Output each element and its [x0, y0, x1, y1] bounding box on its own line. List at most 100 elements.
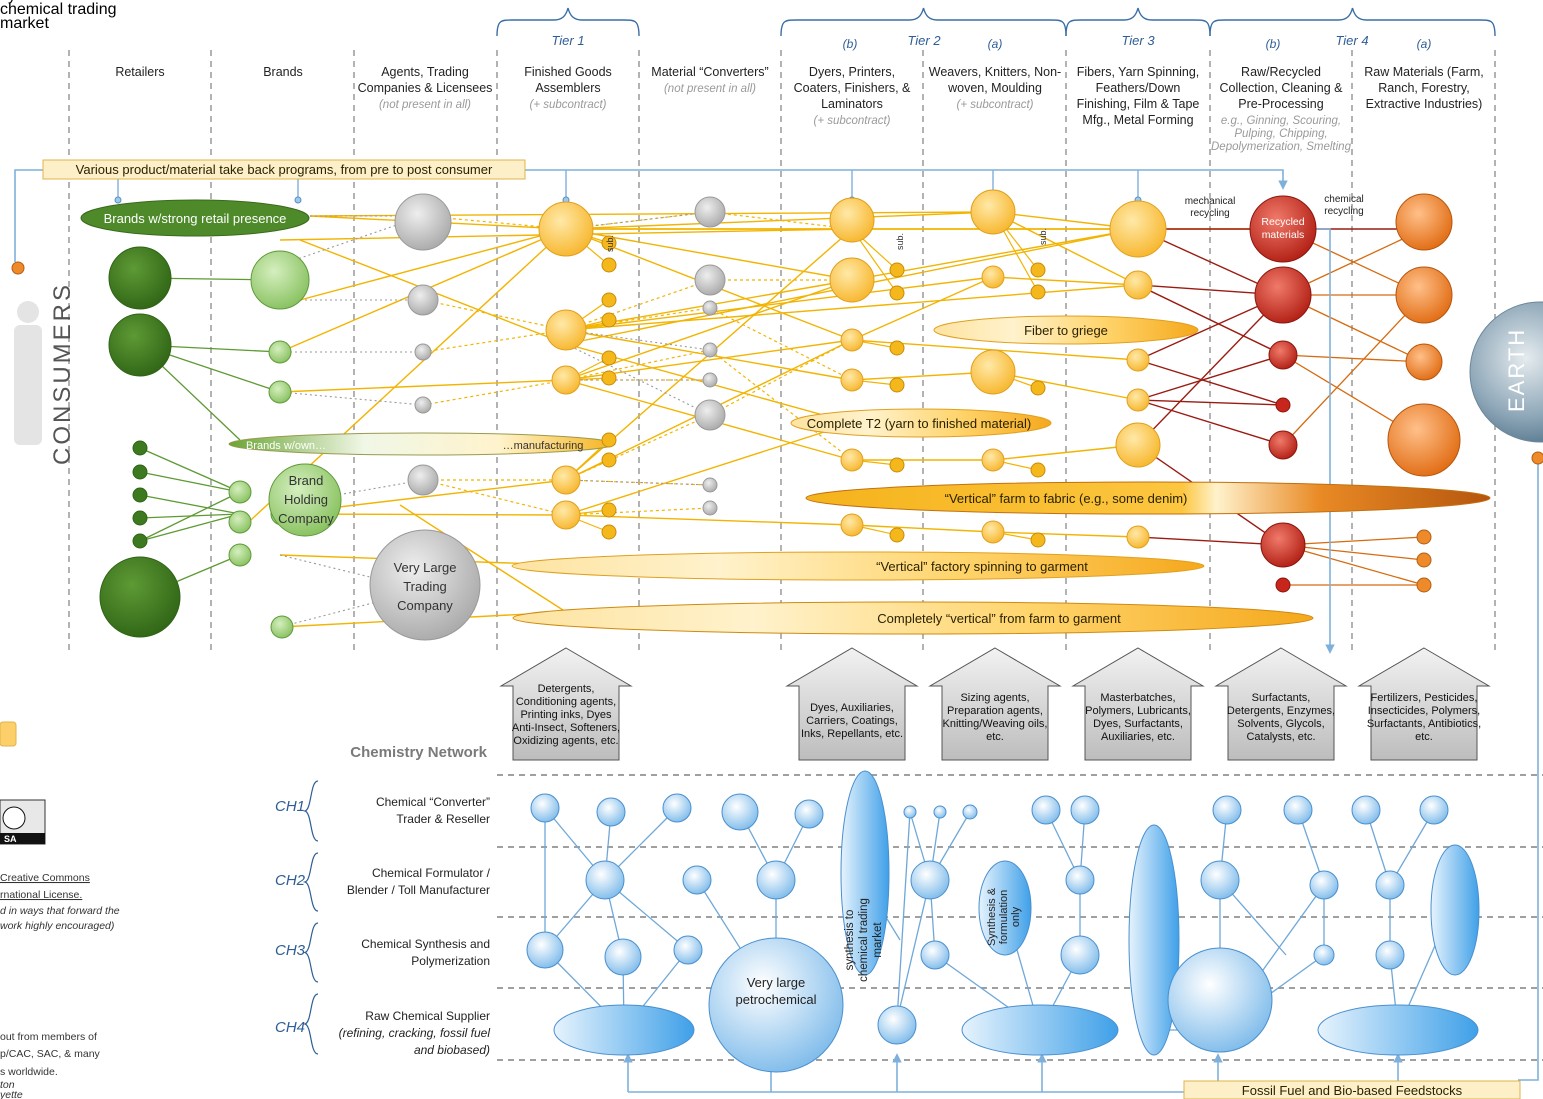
tier-4-label: Tier 4	[1335, 33, 1368, 48]
brand-holding-label: Holding	[284, 492, 328, 507]
cc-note: work highly encouraged)	[0, 920, 114, 932]
chemical-input-label: etc.	[1415, 731, 1433, 743]
chem-node	[682, 865, 712, 895]
chemical-input-label: Fertilizers, Pesticides,	[1371, 692, 1478, 704]
synthesis-formulation-label: Synthesis &	[986, 887, 998, 946]
chemical-recycling-label: chemical	[1324, 194, 1363, 205]
chem-large-node	[1430, 844, 1480, 976]
raw-recycled-node	[1254, 266, 1312, 324]
subcontract-node	[601, 452, 617, 468]
raw-recycled-node	[1275, 397, 1291, 413]
raw-link	[1282, 544, 1425, 561]
subcontract-node	[601, 350, 617, 366]
converter-link	[565, 307, 711, 331]
brand-node-small	[228, 480, 252, 504]
chemical-input-label: Carriers, Coatings,	[806, 715, 898, 727]
supply-link	[565, 422, 853, 516]
retailer-node-small	[132, 464, 148, 480]
chem-node	[721, 793, 759, 831]
band-label: Fiber to griege	[1024, 323, 1108, 338]
retailer-node-small	[132, 510, 148, 526]
raw-material-node-small	[1416, 552, 1432, 568]
chem-tier-tag: CH1	[275, 798, 305, 815]
brand-node-small	[268, 380, 292, 404]
retailer-node-small	[132, 533, 148, 549]
feedstock-label: Fossil Fuel and Bio-based Feedstocks	[1242, 1083, 1463, 1098]
chem-row-label: Trader & Reseller	[396, 812, 490, 826]
supply-link	[992, 276, 1139, 286]
chem-node	[794, 799, 824, 829]
tier4-link	[1137, 284, 1284, 356]
chem-tier-tag: CH4	[275, 1019, 305, 1036]
chemical-input-label: Surfactants,	[1252, 692, 1311, 704]
cc-badge-logo	[2, 806, 26, 830]
column-header: Extractive Industries)	[1366, 97, 1483, 111]
band-vertical-factory	[511, 551, 1205, 581]
raw-material-node-small	[1416, 529, 1432, 545]
subcontract-node	[889, 457, 905, 473]
supply-link	[399, 504, 567, 613]
consumer-head	[17, 301, 39, 323]
tier-brace	[1209, 7, 1496, 37]
chem-node	[1283, 795, 1313, 825]
column-header: Assemblers	[535, 81, 600, 95]
raw-link	[1282, 544, 1425, 586]
gray-link	[565, 329, 711, 351]
synthesis-market-label: chemical trading	[858, 898, 870, 982]
recycle-return-line	[1315, 228, 1335, 654]
gray-link	[565, 479, 711, 486]
finished-goods-node	[551, 500, 581, 530]
chem-raw-supplier	[1317, 1004, 1479, 1056]
column-header: Retailers	[115, 65, 164, 79]
column-header: woven, Moulding	[947, 81, 1042, 95]
chemical-input-label: Oxidizing agents, etc.	[513, 735, 618, 747]
supply-link	[992, 444, 1139, 461]
chem-row-label: and biobased)	[414, 1043, 490, 1057]
converter-node	[702, 500, 718, 516]
column-header: Coaters, Finishers, &	[794, 81, 911, 95]
converter-node	[702, 342, 718, 358]
synthesis-market-label: chemical trading	[0, 1, 117, 18]
fiber-node	[1126, 348, 1150, 372]
raw-link	[1282, 536, 1425, 546]
band-label: “Vertical” factory spinning to garment	[876, 559, 1088, 574]
retail-link	[139, 494, 241, 515]
column-subheader: Pulping, Chipping,	[1234, 128, 1327, 140]
takeback-line	[14, 169, 43, 262]
chem-row-label: Chemical Formulator /	[372, 866, 491, 880]
cc-link: Creative Commons	[0, 872, 90, 884]
raw-material-node	[1387, 403, 1461, 477]
chemical-input-label: Auxiliaries, etc.	[1101, 731, 1175, 743]
chemistry-title: Chemistry Network	[350, 744, 487, 761]
column-header: Companies & Licensees	[358, 81, 493, 95]
subcontract-node	[889, 340, 905, 356]
tier-1-label: Tier 1	[551, 33, 584, 48]
gray-link	[279, 479, 424, 506]
chem-node	[1212, 795, 1242, 825]
column-header: Finishing, Film & Tape	[1077, 97, 1200, 111]
converter-node	[694, 196, 726, 228]
column-subheader: (+ subcontract)	[956, 99, 1033, 111]
retail-link	[139, 513, 241, 542]
chemical-input-arrow	[499, 647, 633, 761]
weaver-node	[981, 520, 1005, 544]
vertical-integration-bands	[80, 199, 1491, 635]
takeback-box	[42, 159, 526, 180]
brand-node	[250, 250, 310, 310]
chem-large-node	[1128, 824, 1180, 1056]
column-header: Pre-Processing	[1238, 97, 1323, 111]
band-label: Brands w/strong retail presence	[104, 211, 287, 226]
chemical-recycling-label: recycling	[1324, 206, 1363, 217]
tier4-link	[1137, 354, 1284, 401]
chem-node	[1419, 795, 1449, 825]
converter-link	[709, 339, 853, 416]
synthesis-formulation-label: only	[1010, 906, 1022, 927]
synthesis-market-label: synthesis to	[0, 0, 85, 4]
column-header: Raw/Recycled	[1241, 65, 1321, 79]
fiber-node	[1109, 200, 1167, 258]
retailer-node-small	[132, 487, 148, 503]
chem-node	[1070, 795, 1100, 825]
chem-raw-supplier	[961, 1004, 1119, 1056]
trading-company-label: Company	[397, 598, 453, 613]
